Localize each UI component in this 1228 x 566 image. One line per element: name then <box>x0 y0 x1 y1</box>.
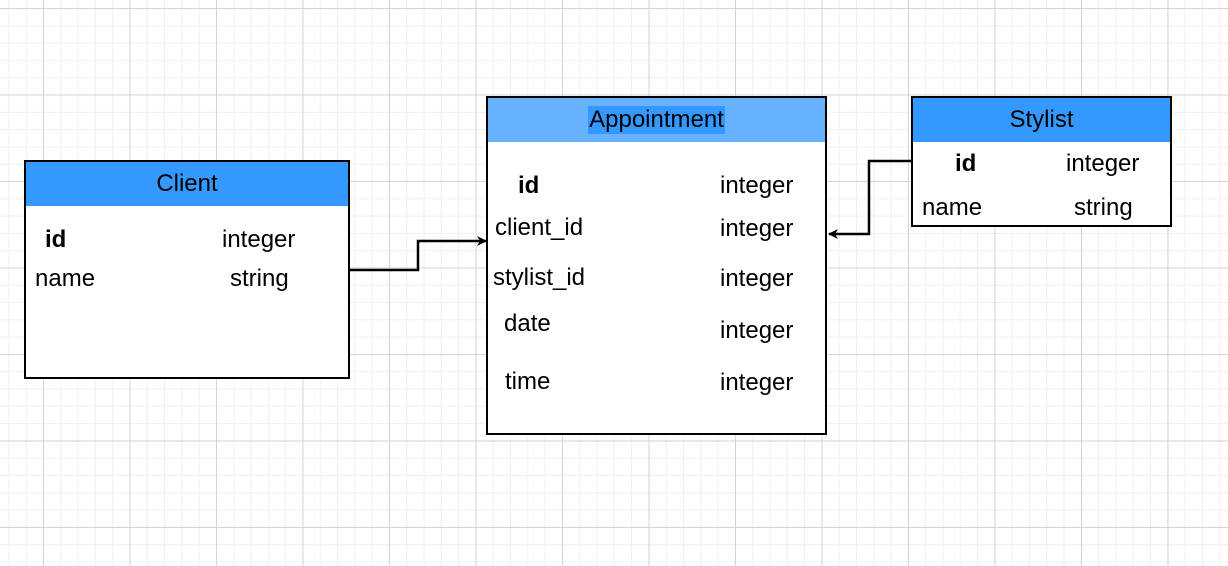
appointment-field-date-type: integer <box>720 317 794 344</box>
appointment-field-time-name: time <box>505 368 551 395</box>
entity-client-header: Client <box>26 162 348 206</box>
appointment-field-id-name: id <box>518 172 540 199</box>
stylist-field-id-type: integer <box>1066 150 1140 177</box>
client-to-appointment-arrow <box>350 236 487 272</box>
appointment-field-client-id-name: client_id <box>495 214 584 241</box>
appointment-field-date-name: date <box>504 310 551 337</box>
client-field-id-type: integer <box>222 226 296 253</box>
stylist-field-name-name: name <box>922 194 983 221</box>
appointment-field-client-id-type: integer <box>720 215 794 242</box>
client-field-id-name: id <box>45 226 67 253</box>
entity-appointment-title: Appointment <box>588 106 725 134</box>
appointment-field-time-type: integer <box>720 369 794 396</box>
entity-client[interactable]: Client id integer name string <box>24 160 350 379</box>
entity-stylist-header: Stylist <box>913 98 1170 142</box>
entity-stylist-title: Stylist <box>1009 106 1074 133</box>
appointment-field-id-type: integer <box>720 172 794 199</box>
entity-appointment[interactable]: Appointment id integer client_id integer… <box>486 96 827 435</box>
appointment-field-stylist-id-name: stylist_id <box>493 264 586 291</box>
client-field-name-type: string <box>230 265 289 292</box>
stylist-to-appointment-arrow <box>828 159 911 239</box>
entity-stylist[interactable]: Stylist id integer name string <box>911 96 1172 227</box>
stylist-field-id-name: id <box>955 150 977 177</box>
stylist-field-name-type: string <box>1074 194 1133 221</box>
client-field-name-name: name <box>35 265 96 292</box>
appointment-field-stylist-id-type: integer <box>720 265 794 292</box>
entity-client-title: Client <box>156 170 218 197</box>
entity-appointment-header: Appointment <box>488 98 825 142</box>
